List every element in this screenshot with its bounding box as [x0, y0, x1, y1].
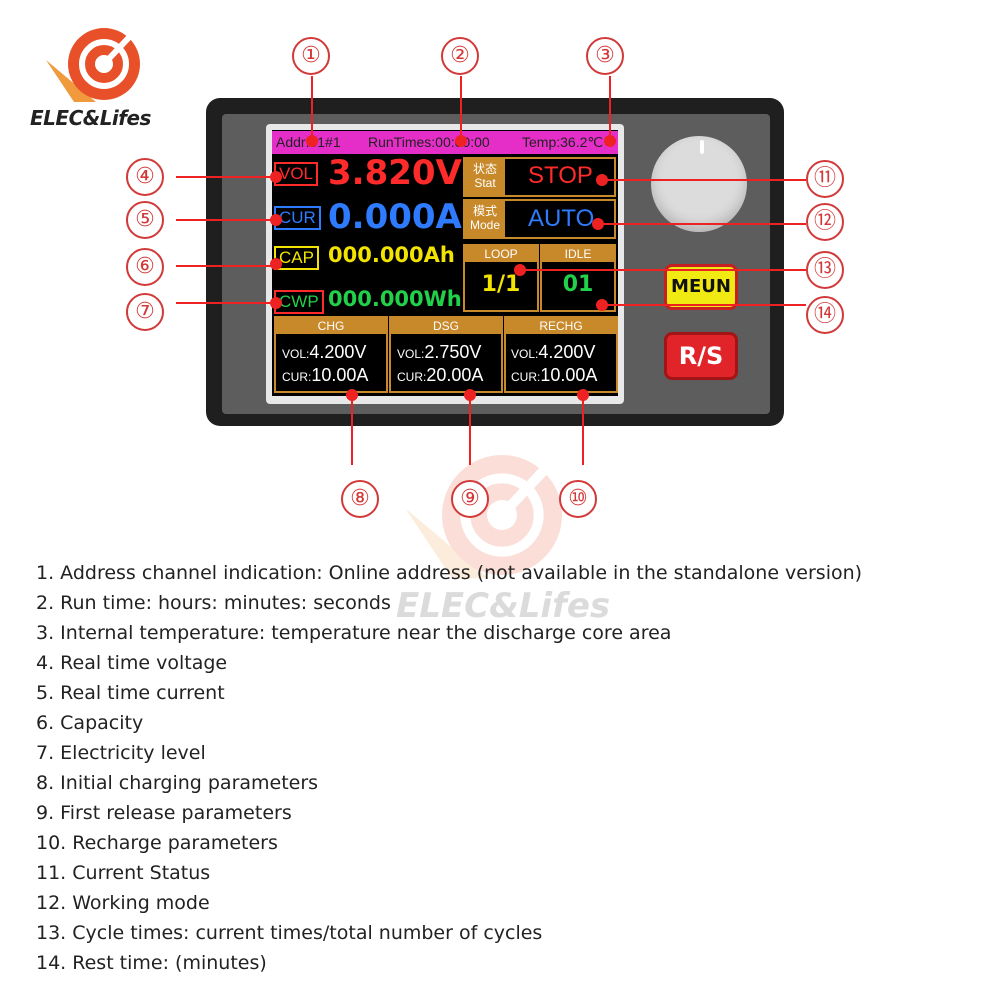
status-label-cn: 状态	[472, 162, 497, 176]
legend-item: 1. Address channel indication: Online ad…	[36, 562, 863, 584]
capacity-tag: CAP	[274, 246, 319, 270]
legend-item: 2. Run time: hours: minutes: seconds	[36, 592, 391, 614]
legend-item: 8. Initial charging parameters	[36, 772, 319, 794]
temperature-text: Temp:36.2℃	[522, 134, 604, 150]
voltage-value: 3.820V	[328, 153, 462, 193]
status-label: 状态 Stat	[465, 159, 505, 195]
recharge-current-value: 10.00A	[540, 365, 598, 385]
legend-item: 3. Internal temperature: temperature nea…	[36, 622, 672, 644]
current-value: 0.000A	[328, 197, 462, 237]
discharge-current-value: 20.00A	[426, 365, 484, 385]
legend-item: 14. Rest time: (minutes)	[36, 952, 267, 974]
mode-label-en: Mode	[469, 218, 501, 232]
callout-10: ⑩	[559, 480, 597, 518]
callout-4: ④	[126, 158, 164, 196]
idle-label: IDLE	[542, 246, 614, 262]
recharge-current-key: CUR:	[511, 370, 541, 384]
legend-item: 9. First release parameters	[36, 802, 292, 824]
discharge-current-key: CUR:	[397, 370, 427, 384]
watermark-text: ELEC&Lifes	[396, 586, 611, 626]
callout-8: ⑧	[341, 480, 379, 518]
legend-item: 6. Capacity	[36, 712, 144, 734]
rotary-knob[interactable]	[651, 136, 747, 232]
legend-item: 5. Real time current	[36, 682, 225, 704]
voltage-tag: VOL	[274, 162, 319, 186]
legend-item: 10. Recharge parameters	[36, 832, 278, 854]
legend-item: 7. Electricity level	[36, 742, 206, 764]
callout-3: ③	[586, 37, 624, 75]
callout-12: ⑫	[806, 203, 844, 241]
discharge-current: CUR:20.00A	[397, 365, 483, 386]
callout-13: ⑬	[806, 251, 844, 289]
recharge-voltage: VOL:4.200V	[511, 342, 595, 363]
callout-7: ⑦	[126, 293, 164, 331]
idle-value: 01	[562, 272, 594, 297]
legend-list: 1. Address channel indication: Online ad…	[36, 558, 976, 978]
recharge-voltage-key: VOL:	[511, 347, 539, 361]
menu-button[interactable]: MEUN	[664, 264, 738, 310]
screen-topbar: Addr:01#1 RunTimes:00:00:00 Temp:36.2℃	[272, 131, 618, 154]
loop-label: LOOP	[465, 246, 537, 262]
recharge-voltage-value: 4.200V	[538, 342, 596, 362]
legend-item: 13. Cycle times: current times/total num…	[36, 922, 543, 944]
loop-value: 1/1	[481, 272, 521, 297]
callout-9: ⑨	[451, 480, 489, 518]
charge-current: CUR:10.00A	[282, 365, 368, 386]
legend-item: 12. Working mode	[36, 892, 210, 914]
mode-value: AUTO	[528, 205, 595, 232]
callout-2: ②	[441, 37, 479, 75]
charge-params-label: CHG	[276, 318, 386, 334]
charge-voltage: VOL:4.200V	[282, 342, 366, 363]
mode-label: 模式 Mode	[465, 201, 505, 237]
legend-item: 11. Current Status	[36, 862, 211, 884]
discharge-voltage-value: 2.750V	[424, 342, 482, 362]
charge-current-value: 10.00A	[311, 365, 369, 385]
discharge-voltage-key: VOL:	[397, 347, 425, 361]
recharge-params-label: RECHG	[506, 318, 616, 334]
callout-5: ⑤	[126, 201, 164, 239]
runtime-text: RunTimes:00:00:00	[368, 134, 490, 150]
legend-item: 4. Real time voltage	[36, 652, 228, 674]
callout-1: ①	[292, 37, 330, 75]
charge-voltage-key: VOL:	[282, 347, 310, 361]
mode-label-cn: 模式	[472, 204, 497, 218]
address-text: Addr:01#1	[276, 134, 341, 150]
energy-tag: CWP	[274, 290, 324, 314]
discharge-voltage: VOL:2.750V	[397, 342, 481, 363]
callout-14: ⑭	[806, 296, 844, 334]
knob-indicator-mark	[700, 140, 704, 154]
energy-value: 000.000Wh	[328, 287, 462, 311]
status-label-en: Stat	[474, 176, 496, 190]
recharge-current: CUR:10.00A	[511, 365, 597, 386]
brand-name: ELEC&Lifes	[30, 106, 151, 130]
charge-current-key: CUR:	[282, 370, 312, 384]
charge-voltage-value: 4.200V	[309, 342, 367, 362]
capacity-value: 000.000Ah	[328, 243, 455, 267]
brand-logo-icon	[46, 28, 140, 102]
current-tag: CUR	[274, 206, 321, 230]
run-stop-button[interactable]: R/S	[664, 332, 738, 380]
callout-6: ⑥	[126, 248, 164, 286]
discharge-params-label: DSG	[391, 318, 501, 334]
callout-11: ⑪	[806, 160, 844, 198]
status-value: STOP	[528, 162, 593, 189]
